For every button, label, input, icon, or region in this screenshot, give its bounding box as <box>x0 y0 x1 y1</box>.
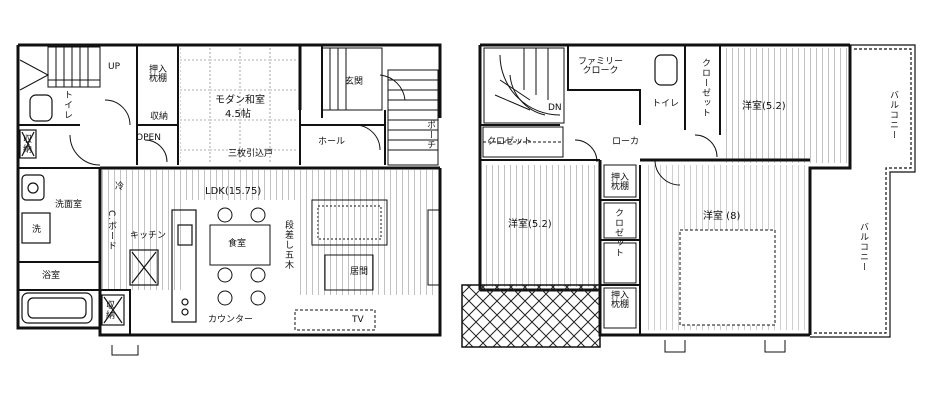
ldk-floor-hatch-top <box>185 170 295 200</box>
floor2-stairs <box>483 47 565 124</box>
kitchen-counter <box>129 209 197 323</box>
floor1-doors <box>69 74 406 356</box>
f1-washitsu-size: 4.5帖 <box>225 109 251 120</box>
f1-bath-label: 浴室 <box>42 271 61 281</box>
f1-counter-label: カウンター <box>208 315 254 325</box>
f1-living-label: 居間 <box>350 267 369 277</box>
f2-family-closet-label: ファミリー クローク <box>578 57 624 76</box>
floor2-closets <box>482 126 637 329</box>
f1-wash-room-label: 洗面室 <box>55 200 83 210</box>
f1-dining-label: 食室 <box>228 239 247 249</box>
f1-stair-up-label: UP <box>108 62 121 72</box>
f2-corridor-label: ローカ <box>612 137 640 147</box>
f1-washer-label: 洗 <box>32 225 42 235</box>
f1-hall-label: ホール <box>318 137 346 147</box>
f1-oshiire-label: 押入 枕棚 <box>149 65 168 84</box>
floor2-inner-walls <box>480 45 721 335</box>
f1-storage-d-label: 収納 <box>104 300 114 320</box>
f2-bedroom-main-label: 洋室 (8) <box>703 211 741 222</box>
f1-ldk-label: LDK(15.75) <box>205 186 262 197</box>
f2-closet-right-label: クローゼット <box>700 58 710 118</box>
f1-stairs-note-label: 段差し五木 <box>283 220 293 270</box>
floor1-stairs <box>19 46 101 91</box>
f1-fridge-label: 冷 <box>115 182 125 192</box>
living-set <box>294 199 441 331</box>
f2-toilet-label: トイレ <box>652 99 680 109</box>
ldk-floor-hatch-right <box>300 170 438 295</box>
f2-oshiire-lower-label: 押入 枕棚 <box>611 291 630 310</box>
f2-bedroom-ne-label: 洋室(5.2) <box>742 101 786 112</box>
floor1-porch-steps <box>321 47 439 166</box>
f1-porch-label: ポーチ <box>425 120 435 150</box>
f1-storage-c-label: 収納 <box>21 134 31 154</box>
f1-toilet-label: トイレ <box>62 90 72 120</box>
bed-outline <box>679 229 776 326</box>
f2-stair-dn-label: DN <box>548 103 562 113</box>
f1-c-board-label: C.ボード <box>106 210 116 252</box>
f1-washitsu-label: モダン和室 <box>215 95 265 106</box>
balcony <box>810 44 916 338</box>
f2-balcony-upper-label: バルコニー <box>888 90 898 140</box>
f2-balcony-lower-label: バルコニー <box>858 222 868 272</box>
roof-deck-lattice <box>461 284 601 348</box>
floor2-toilet-fixture <box>654 54 678 86</box>
f2-closet-mid-label: クロゼット <box>613 208 623 258</box>
dining-set <box>209 207 271 306</box>
f1-storage-b-label: 収納 <box>150 112 169 122</box>
bedroom-ne-hatch <box>725 48 847 163</box>
f2-closet-left-label: クロゼット <box>487 137 533 147</box>
f1-open-label: OPEN <box>136 133 161 143</box>
f2-oshiire-upper-label: 押入 枕棚 <box>611 173 630 192</box>
bedroom-w-hatch <box>484 165 596 287</box>
floor2-doors <box>574 134 786 353</box>
f1-kitchen-label: キッチン <box>130 231 167 241</box>
f1-tv-label: TV <box>352 315 364 325</box>
washitsu-tatami <box>180 48 298 163</box>
f1-genkan-label: 玄関 <box>345 77 364 87</box>
wash-bath-fixtures <box>19 94 125 326</box>
f2-bedroom-w-label: 洋室(5.2) <box>508 219 552 230</box>
f1-sliding-door-label: 三枚引込戸 <box>228 149 274 159</box>
